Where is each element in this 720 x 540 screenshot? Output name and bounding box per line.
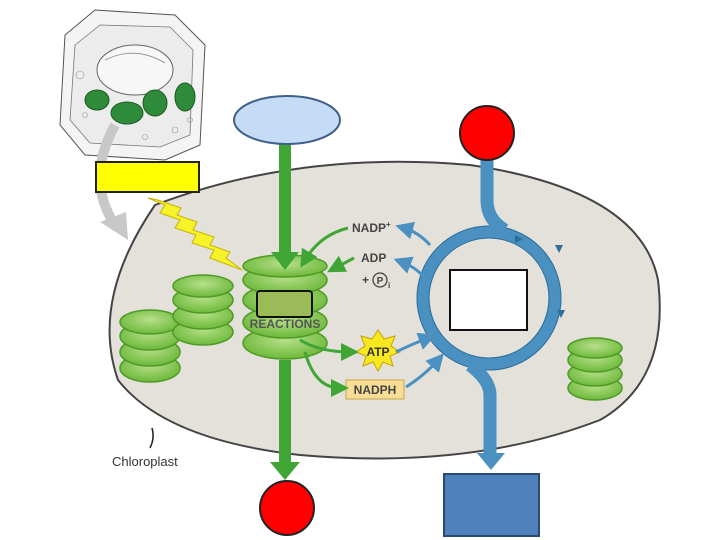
pi-label: P	[377, 276, 384, 287]
blue-arrow-to-adp	[393, 256, 430, 283]
cycle-chevrons	[515, 235, 565, 318]
nadph-label: NADPH	[354, 383, 397, 397]
reactions-label: REACTIONS	[250, 317, 321, 331]
chloroplast-leader-line	[149, 427, 154, 449]
green-arrow-nadph	[303, 351, 349, 397]
adp-label: ADP	[361, 251, 386, 265]
green-arrow-out-head	[270, 462, 300, 480]
thylakoid-stack-left	[119, 309, 181, 383]
red-input-circle-top	[459, 105, 515, 161]
pi-subscript: i	[388, 281, 390, 290]
cycle-ring	[416, 225, 562, 371]
green-arrow-in-shaft	[279, 143, 291, 258]
light-input-oval	[233, 95, 341, 145]
red-output-circle-bottom	[259, 480, 315, 536]
chloroplast-label: Chloroplast	[112, 454, 178, 469]
green-arrow-adp	[327, 255, 355, 273]
cycle-ring-outline-inner	[428, 237, 550, 359]
reactions-box	[256, 290, 313, 318]
plant-cell-icon	[59, 9, 206, 161]
pointer-arrow-head	[100, 212, 128, 240]
blue-arrow-in	[480, 160, 509, 236]
nadp-plus-label: NADP+	[352, 220, 391, 235]
blue-arrow-from-nadph	[405, 353, 444, 389]
green-arrow-atp	[299, 338, 359, 361]
thylakoid-stack-upper	[172, 274, 234, 346]
blue-arrow-from-atp	[395, 332, 437, 354]
blue-arrow-out-head	[477, 453, 505, 470]
cycle-center-box	[449, 269, 528, 331]
green-arrow-in-head	[271, 252, 299, 270]
atp-star-icon	[354, 329, 402, 373]
plus-label: +	[362, 273, 369, 287]
thylakoid-stack-right	[567, 337, 623, 401]
green-arrow-nadp	[300, 226, 349, 268]
blue-arrow-to-nadp	[395, 221, 432, 247]
cycle-ring-outline-outer	[416, 225, 562, 371]
phosphate-icon	[372, 272, 388, 288]
atp-label: ATP	[366, 345, 389, 359]
green-arrow-out-shaft	[279, 360, 291, 468]
blue-arrow-out	[465, 359, 497, 455]
blue-output-box	[443, 473, 540, 537]
lightning-bolt-icon	[147, 197, 243, 271]
yellow-label-box	[95, 161, 200, 193]
